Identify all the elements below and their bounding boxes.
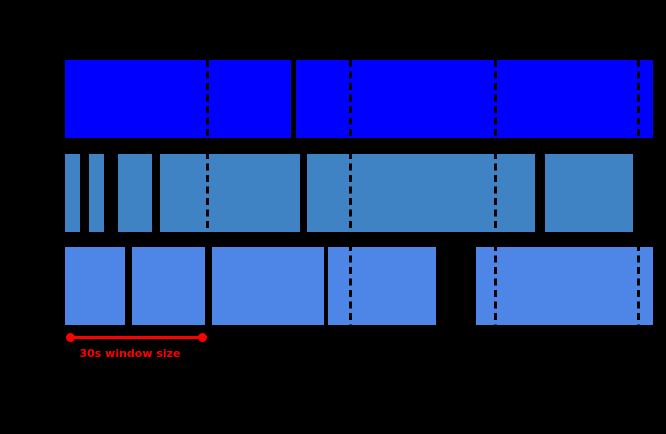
window-boundary-dashed-line (348, 60, 352, 325)
window-boundary-dashed-line (493, 60, 497, 325)
middle-row-bar-segment (160, 154, 300, 232)
window-boundary-dashed-line (636, 60, 640, 325)
bottom-row-bar-segment (476, 247, 653, 325)
middle-row-bar-segment (307, 154, 535, 232)
top-row-bar-segment (296, 60, 653, 138)
bottom-row-bar-segment (328, 247, 436, 325)
bottom-row-bar-segment (212, 247, 324, 325)
top-row-bar-segment (65, 60, 291, 138)
middle-row-bar-segment (65, 154, 80, 232)
window-size-label: 30s window size (79, 347, 181, 360)
window-boundary-dashed-line (205, 60, 209, 325)
measure-line-right-dot (198, 333, 207, 342)
middle-row-bar-segment (545, 154, 633, 232)
middle-row-bar-segment (118, 154, 152, 232)
bottom-row-bar-segment (132, 247, 205, 325)
window-size-measure-line (70, 336, 203, 339)
bottom-row-bar-segment (65, 247, 125, 325)
middle-row-bar-segment (89, 154, 104, 232)
measure-line-left-dot (66, 333, 75, 342)
